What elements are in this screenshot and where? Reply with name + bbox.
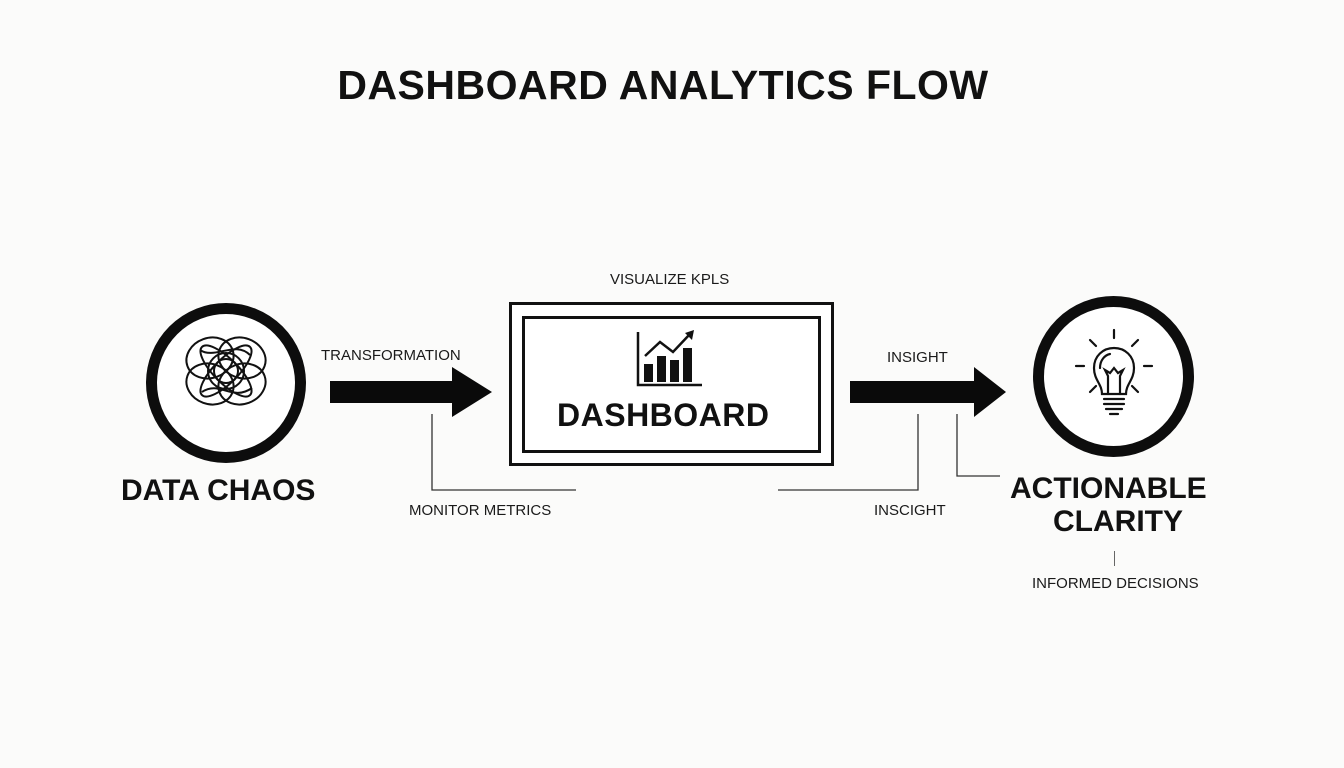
insight-label: INSIGHT bbox=[887, 349, 948, 366]
monitor-metrics-label: MONITOR METRICS bbox=[409, 502, 552, 519]
transformation-arrow bbox=[330, 367, 492, 417]
data-chaos-label: DATA CHAOS bbox=[121, 474, 316, 507]
actionable-connector bbox=[956, 414, 1000, 477]
inscight-label: INSCIGHT bbox=[874, 502, 946, 519]
actionable-clarity-circle bbox=[1033, 296, 1194, 457]
diagram-title: DASHBOARD ANALYTICS FLOW bbox=[337, 62, 989, 108]
visualize-kpls-label: VISUALIZE KPLS bbox=[610, 271, 730, 288]
inscight-connector bbox=[778, 414, 919, 491]
monitor-metrics-connector bbox=[431, 414, 576, 491]
clarity-label: CLARITY bbox=[1053, 505, 1183, 538]
transformation-label: TRANSFORMATION bbox=[321, 347, 461, 364]
informed-decisions-label: INFORMED DECISIONS bbox=[1032, 575, 1199, 592]
dashboard-label: DASHBOARD bbox=[557, 397, 770, 433]
lightbulb-icon bbox=[1074, 328, 1154, 416]
tangled-loops-icon bbox=[185, 336, 267, 406]
actionable-label: ACTIONABLE bbox=[1010, 472, 1207, 505]
bar-chart-trend-icon bbox=[636, 330, 702, 387]
data-chaos-circle bbox=[146, 303, 306, 463]
informed-decisions-tick bbox=[1114, 551, 1115, 566]
insight-arrow bbox=[850, 367, 1006, 417]
